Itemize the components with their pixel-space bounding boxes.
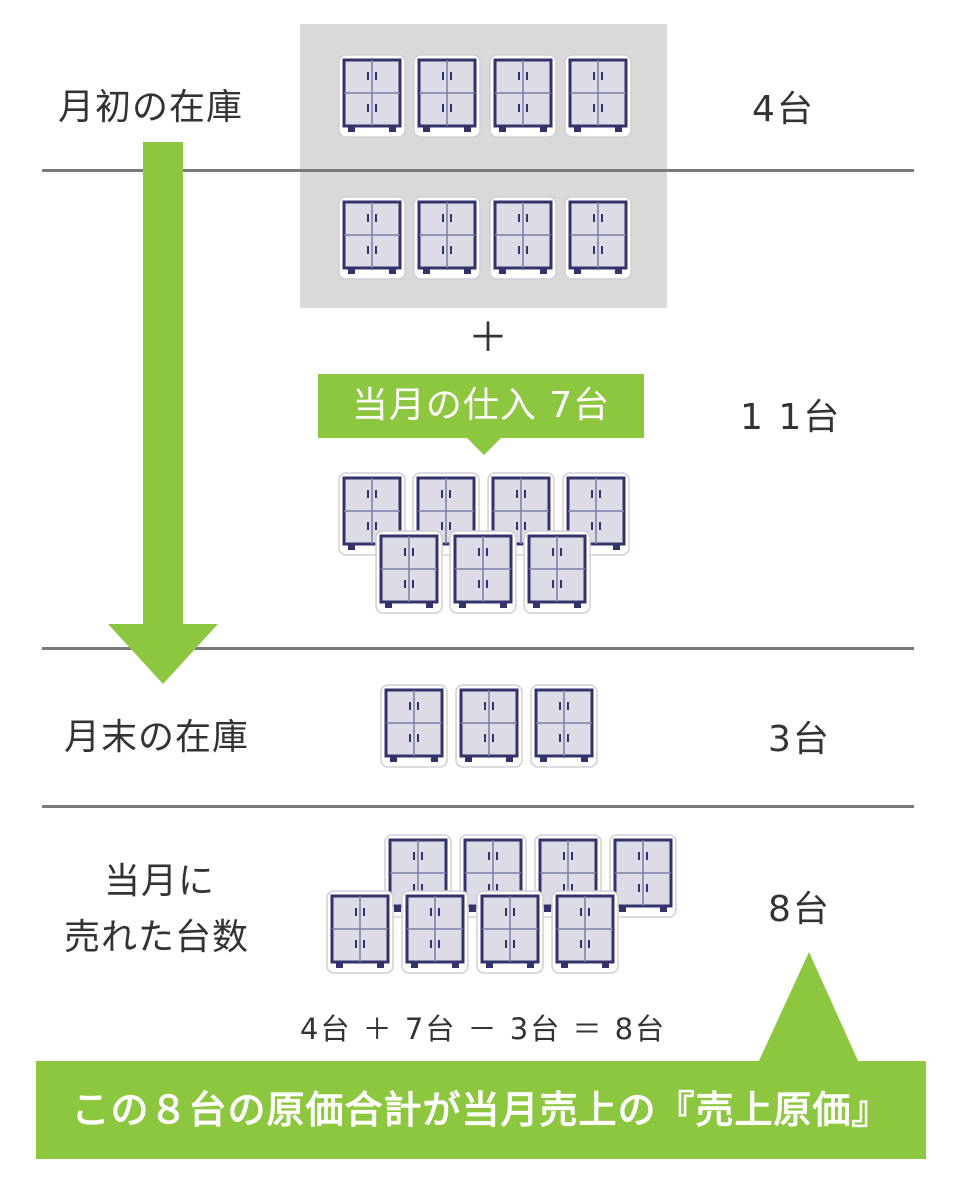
refrigerator-cabinet-icon: [609, 834, 677, 918]
refrigerator-cabinet-icon: [338, 54, 406, 138]
refrigerator-cabinet-icon: [476, 890, 544, 974]
divider-2: [42, 647, 914, 650]
end-inventory-label: 月末の在庫: [64, 717, 250, 758]
start-inventory-label: 月初の在庫: [58, 87, 244, 128]
calculation-formula: 4台 ＋ 7台 － 3台 ＝ 8台: [300, 1012, 667, 1046]
purchase-callout: 当月の仕入 7台: [318, 374, 644, 438]
divider-1: [42, 169, 914, 172]
refrigerator-cabinet-icon: [455, 684, 523, 768]
refrigerator-cabinet-icon: [530, 684, 598, 768]
divider-3: [42, 805, 914, 808]
end-inventory-count: 3台: [768, 719, 831, 760]
start-inventory-count: 4台: [752, 89, 815, 130]
refrigerator-cabinet-icon: [380, 684, 448, 768]
refrigerator-cabinet-icon: [338, 196, 406, 280]
refrigerator-cabinet-icon: [413, 196, 481, 280]
sold-label-line2: 売れた台数: [64, 917, 250, 958]
refrigerator-cabinet-icon: [413, 54, 481, 138]
refrigerator-cabinet-icon: [551, 890, 619, 974]
refrigerator-cabinet-icon: [401, 890, 469, 974]
refrigerator-cabinet-icon: [326, 890, 394, 974]
refrigerator-cabinet-icon: [564, 54, 632, 138]
refrigerator-cabinet-icon: [523, 530, 591, 614]
flow-arrow: [108, 142, 218, 684]
total-count: 1 1台: [740, 397, 842, 438]
refrigerator-cabinet-icon: [489, 54, 557, 138]
callout-pointer: [466, 437, 502, 455]
conclusion-banner: この８台の原価合計が当月売上の『売上原価』: [36, 1061, 926, 1159]
sold-count: 8台: [768, 889, 831, 930]
refrigerator-cabinet-icon: [375, 530, 443, 614]
banner-pointer: [758, 952, 859, 1063]
refrigerator-cabinet-icon: [449, 530, 517, 614]
refrigerator-cabinet-icon: [564, 196, 632, 280]
sold-label-line1: 当月に: [104, 861, 216, 902]
plus-sign: ＋: [468, 315, 508, 361]
refrigerator-cabinet-icon: [489, 196, 557, 280]
